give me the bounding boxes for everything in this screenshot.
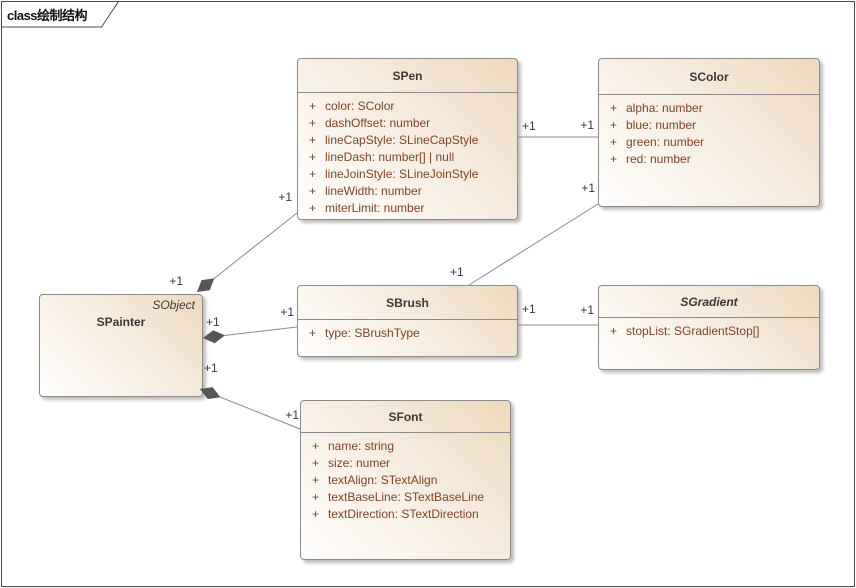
- attribute-text: alpha: number: [626, 101, 703, 115]
- visibility-marker: +: [610, 118, 618, 132]
- visibility-marker: +: [312, 456, 320, 470]
- attribute-text: lineWidth: number: [325, 184, 422, 198]
- attribute-text: miterLimit: number: [325, 201, 425, 215]
- frame-label: class绘制结构: [7, 8, 88, 23]
- frame-tab: class绘制结构: [1, 1, 120, 28]
- class-attributes: + alpha: number + blue: number + green: numbe…: [599, 95, 819, 168]
- attribute-row: + alpha: number: [599, 100, 819, 117]
- visibility-marker: +: [312, 490, 320, 504]
- attribute-text: color: SColor: [325, 99, 395, 113]
- class-stereotype: SObject: [152, 298, 195, 312]
- class-name: SColor: [599, 59, 819, 95]
- class-box-sbrush[interactable]: SBrush + type: SBrushType: [297, 285, 518, 357]
- class-name: SGradient: [599, 286, 819, 318]
- attribute-text: textAlign: STextAlign: [328, 473, 438, 487]
- class-attributes: + color: SColor + dashOffset: number + lineCa…: [298, 93, 517, 217]
- attribute-text: green: number: [626, 135, 705, 149]
- visibility-marker: +: [610, 324, 618, 338]
- attribute-row: + type: SBrushType: [298, 325, 517, 342]
- attribute-text: textDirection: STextDirection: [328, 507, 479, 521]
- class-name: SPainter: [96, 315, 146, 329]
- attribute-row: + textAlign: STextAlign: [301, 472, 510, 489]
- class-attributes: + stopList: SGradientStop[]: [599, 318, 819, 340]
- class-name: SPen: [298, 59, 517, 93]
- attribute-text: name: string: [328, 439, 395, 453]
- visibility-marker: +: [312, 473, 320, 487]
- attribute-text: textBaseLine: STextBaseLine: [328, 490, 485, 504]
- visibility-marker: +: [309, 326, 317, 340]
- attribute-text: lineCapStyle: SLineCapStyle: [325, 133, 479, 147]
- visibility-marker: +: [610, 135, 618, 149]
- visibility-marker: +: [309, 116, 317, 130]
- attribute-text: lineDash: number[] | null: [325, 150, 455, 164]
- attribute-text: blue: number: [626, 118, 697, 132]
- attribute-text: lineJoinStyle: SLineJoinStyle: [325, 167, 479, 181]
- class-attributes: + name: string + size: numer + textAlign: STe…: [301, 433, 510, 523]
- attribute-row: + blue: number: [599, 117, 819, 134]
- frame-tab-shape: [1, 1, 120, 28]
- visibility-marker: +: [610, 152, 618, 166]
- visibility-marker: +: [309, 133, 317, 147]
- visibility-marker: +: [309, 184, 317, 198]
- attribute-row: + green: number: [599, 134, 819, 151]
- attribute-row: + name: string: [301, 438, 510, 455]
- visibility-marker: +: [309, 201, 317, 215]
- attribute-row: + lineJoinStyle: SLineJoinStyle: [298, 166, 517, 183]
- attribute-row: + red: number: [599, 151, 819, 168]
- attribute-row: + textDirection: STextDirection: [301, 506, 510, 523]
- visibility-marker: +: [312, 439, 320, 453]
- class-name: SFont: [301, 401, 510, 433]
- attribute-row: + stopList: SGradientStop[]: [599, 323, 819, 340]
- visibility-marker: +: [309, 150, 317, 164]
- class-name: SBrush: [298, 286, 517, 320]
- class-box-sgradient[interactable]: SGradient + stopList: SGradientStop[]: [598, 285, 820, 370]
- visibility-marker: +: [309, 99, 317, 113]
- attribute-text: stopList: SGradientStop[]: [626, 324, 760, 338]
- class-box-spen[interactable]: SPen + color: SColor + dashOffset: number + li…: [297, 58, 518, 220]
- visibility-marker: +: [312, 507, 320, 521]
- attribute-row: + lineDash: number[] | null: [298, 149, 517, 166]
- attribute-row: + lineWidth: number: [298, 183, 517, 200]
- class-attributes: + type: SBrushType: [298, 320, 517, 342]
- attribute-row: + size: numer: [301, 455, 510, 472]
- attribute-text: type: SBrushType: [325, 326, 420, 340]
- attribute-text: red: number: [626, 152, 691, 166]
- attribute-row: + color: SColor: [298, 98, 517, 115]
- attribute-row: + miterLimit: number: [298, 200, 517, 217]
- visibility-marker: +: [309, 167, 317, 181]
- attribute-text: dashOffset: number: [325, 116, 431, 130]
- class-box-sfont[interactable]: SFont + name: string + size: numer + textAlign…: [300, 400, 511, 560]
- attribute-text: size: numer: [328, 456, 391, 470]
- class-box-scolor[interactable]: SColor + alpha: number + blue: number + green:…: [598, 58, 820, 207]
- attribute-row: + textBaseLine: STextBaseLine: [301, 489, 510, 506]
- attribute-row: + lineCapStyle: SLineCapStyle: [298, 132, 517, 149]
- attribute-row: + dashOffset: number: [298, 115, 517, 132]
- visibility-marker: +: [610, 101, 618, 115]
